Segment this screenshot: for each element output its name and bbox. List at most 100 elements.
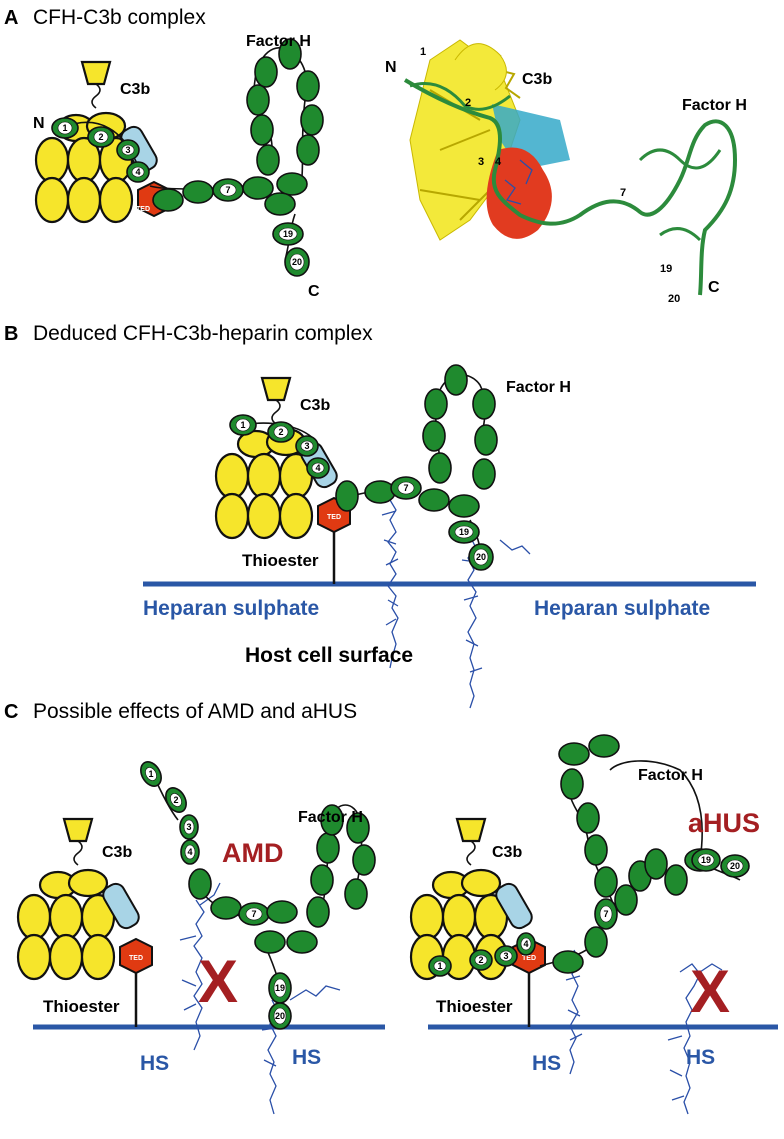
ccp-14-a [296, 70, 320, 102]
ccp-13-b [472, 388, 496, 420]
ccp-12-a [254, 56, 278, 88]
residue-1-crystal: 1 [420, 46, 426, 58]
heparin-chain-1-b [387, 499, 399, 669]
ccp-15-b [472, 458, 496, 490]
ccp-12-c-left [310, 864, 334, 896]
ccp-2-label-b: 2 [278, 427, 283, 437]
ccp-10-c-left [286, 930, 318, 954]
panel-a-title: CFH-C3b complex [33, 6, 206, 29]
ccp-18-a [264, 192, 296, 216]
ccp-6-b [364, 480, 396, 504]
ccp-19-label-b: 19 [459, 527, 469, 537]
ccp-7-label-a: 7 [225, 185, 230, 195]
ted-label-c-right: TED [522, 955, 536, 962]
ccp-17-c-left [344, 878, 368, 910]
amd-x-mark: X [198, 948, 238, 1015]
ccp-16-b [448, 494, 480, 518]
ccp-10-a [250, 114, 274, 146]
ahus-label: aHUS [688, 808, 760, 838]
heparin-chain-1-c-left [193, 899, 205, 1051]
residue-3-crystal: 3 [478, 156, 484, 168]
crystal-structure: N 1 2 3 4 7 19 20 C3b Factor H C [385, 39, 747, 305]
panel-c-title: Possible effects of AMD and aHUS [33, 700, 357, 723]
c-terminus-a: C [308, 283, 320, 300]
heparin-chain-2-c-right [679, 963, 701, 1115]
ccp-6-c-right [584, 926, 608, 958]
ccp-20-label-b: 20 [476, 552, 486, 562]
panel-c-ahus: TED C3b Thioester X 1 2 3 4 7 [409, 734, 778, 1115]
ccp-7-label-b: 7 [403, 483, 408, 493]
ccp-10-c-right [576, 802, 600, 834]
ccp-4-label-b: 4 [315, 463, 320, 473]
ccp-5-c-right [552, 950, 584, 974]
factor-h-label-a: Factor H [246, 33, 311, 50]
c3b-label-crystal: C3b [522, 71, 552, 88]
hs-label-c-right-2: HS [686, 1046, 715, 1069]
heparan-sulphate-label-left: Heparan sulphate [143, 597, 319, 620]
ccp-2-label-a: 2 [98, 132, 103, 142]
ccp-1-label-b: 1 [240, 420, 245, 430]
ccp-8-a [242, 176, 274, 200]
residue-7-crystal: 7 [620, 187, 626, 199]
ccp-20-label-a: 20 [292, 257, 302, 267]
thioester-label-b: Thioester [242, 551, 319, 570]
ccp-19-label-c-left: 19 [275, 983, 285, 993]
amd-label: AMD [222, 838, 284, 868]
ted-ribbon [486, 147, 552, 239]
factor-h-label-b: Factor H [506, 379, 571, 396]
ccp-3-label-c-left: 3 [186, 822, 191, 832]
hs-label-c-right-1: HS [532, 1052, 561, 1075]
ccp-4-label-c-right: 4 [523, 939, 528, 949]
ccp-6-c-left [210, 896, 242, 920]
ccp-9-a [256, 144, 280, 176]
ccp-2-label-c-right: 2 [478, 955, 483, 965]
ccp-12-c-right [558, 742, 590, 766]
ccp-8-c-right [594, 866, 618, 898]
ccp-11-b [424, 388, 448, 420]
ted-label-c-left: TED [129, 955, 143, 962]
ccp-11-c-right [560, 768, 584, 800]
panel-c-letter: C [4, 701, 18, 723]
ccp-16-a [296, 134, 320, 166]
ccp-14-b [474, 424, 498, 456]
ccp-9-c-right [584, 834, 608, 866]
ccp-12-b [444, 364, 468, 396]
c3b-label-a: C3b [120, 81, 150, 98]
heparan-sulphate-label-right: Heparan sulphate [534, 597, 710, 620]
ccp-10-b [422, 420, 446, 452]
residue-4-crystal: 4 [495, 156, 502, 168]
thioester-label-c-right: Thioester [436, 997, 513, 1016]
c3b-label-c-left: C3b [102, 844, 132, 861]
ccp-3-label-c-right: 3 [503, 951, 508, 961]
n-terminus-crystal: N [385, 59, 397, 76]
ccp-4-label-a: 4 [135, 167, 140, 177]
ccp-9-c-left [254, 930, 286, 954]
panel-b-letter: B [4, 323, 18, 345]
ccp-17-c-right [664, 864, 688, 896]
c3b-label-c-right: C3b [492, 844, 522, 861]
ccp-7-label-c-right: 7 [603, 909, 608, 919]
ccp-6-a [182, 180, 214, 204]
ccp-20-label-c-left: 20 [275, 1011, 285, 1021]
hs-label-c-left-2: HS [292, 1046, 321, 1069]
ccp-2-label-c-left: 2 [173, 795, 178, 805]
ccp-1-label-a: 1 [62, 123, 67, 133]
panel-a-letter: A [4, 7, 18, 29]
ccp-8-b [418, 488, 450, 512]
n-terminus-a: N [33, 115, 45, 132]
ccp-14-c-right [614, 884, 638, 916]
ccp-16-c-right [644, 848, 668, 880]
ccp-5-b [335, 480, 359, 512]
ahus-x-mark: X [690, 958, 730, 1025]
residue-20-crystal: 20 [668, 293, 680, 305]
panel-b-title: Deduced CFH-C3b-heparin complex [33, 322, 373, 345]
hs-label-c-left-1: HS [140, 1052, 169, 1075]
ccp-1-label-c-left: 1 [148, 769, 153, 779]
ccp-20-label-c-right: 20 [730, 861, 740, 871]
factor-h-label-c-left: Factor H [298, 809, 363, 826]
ccp-3-label-b: 3 [304, 441, 309, 451]
ccp-8-c-left [266, 900, 298, 924]
factor-h-label-crystal: Factor H [682, 97, 747, 114]
ccp-5-a [152, 188, 184, 212]
